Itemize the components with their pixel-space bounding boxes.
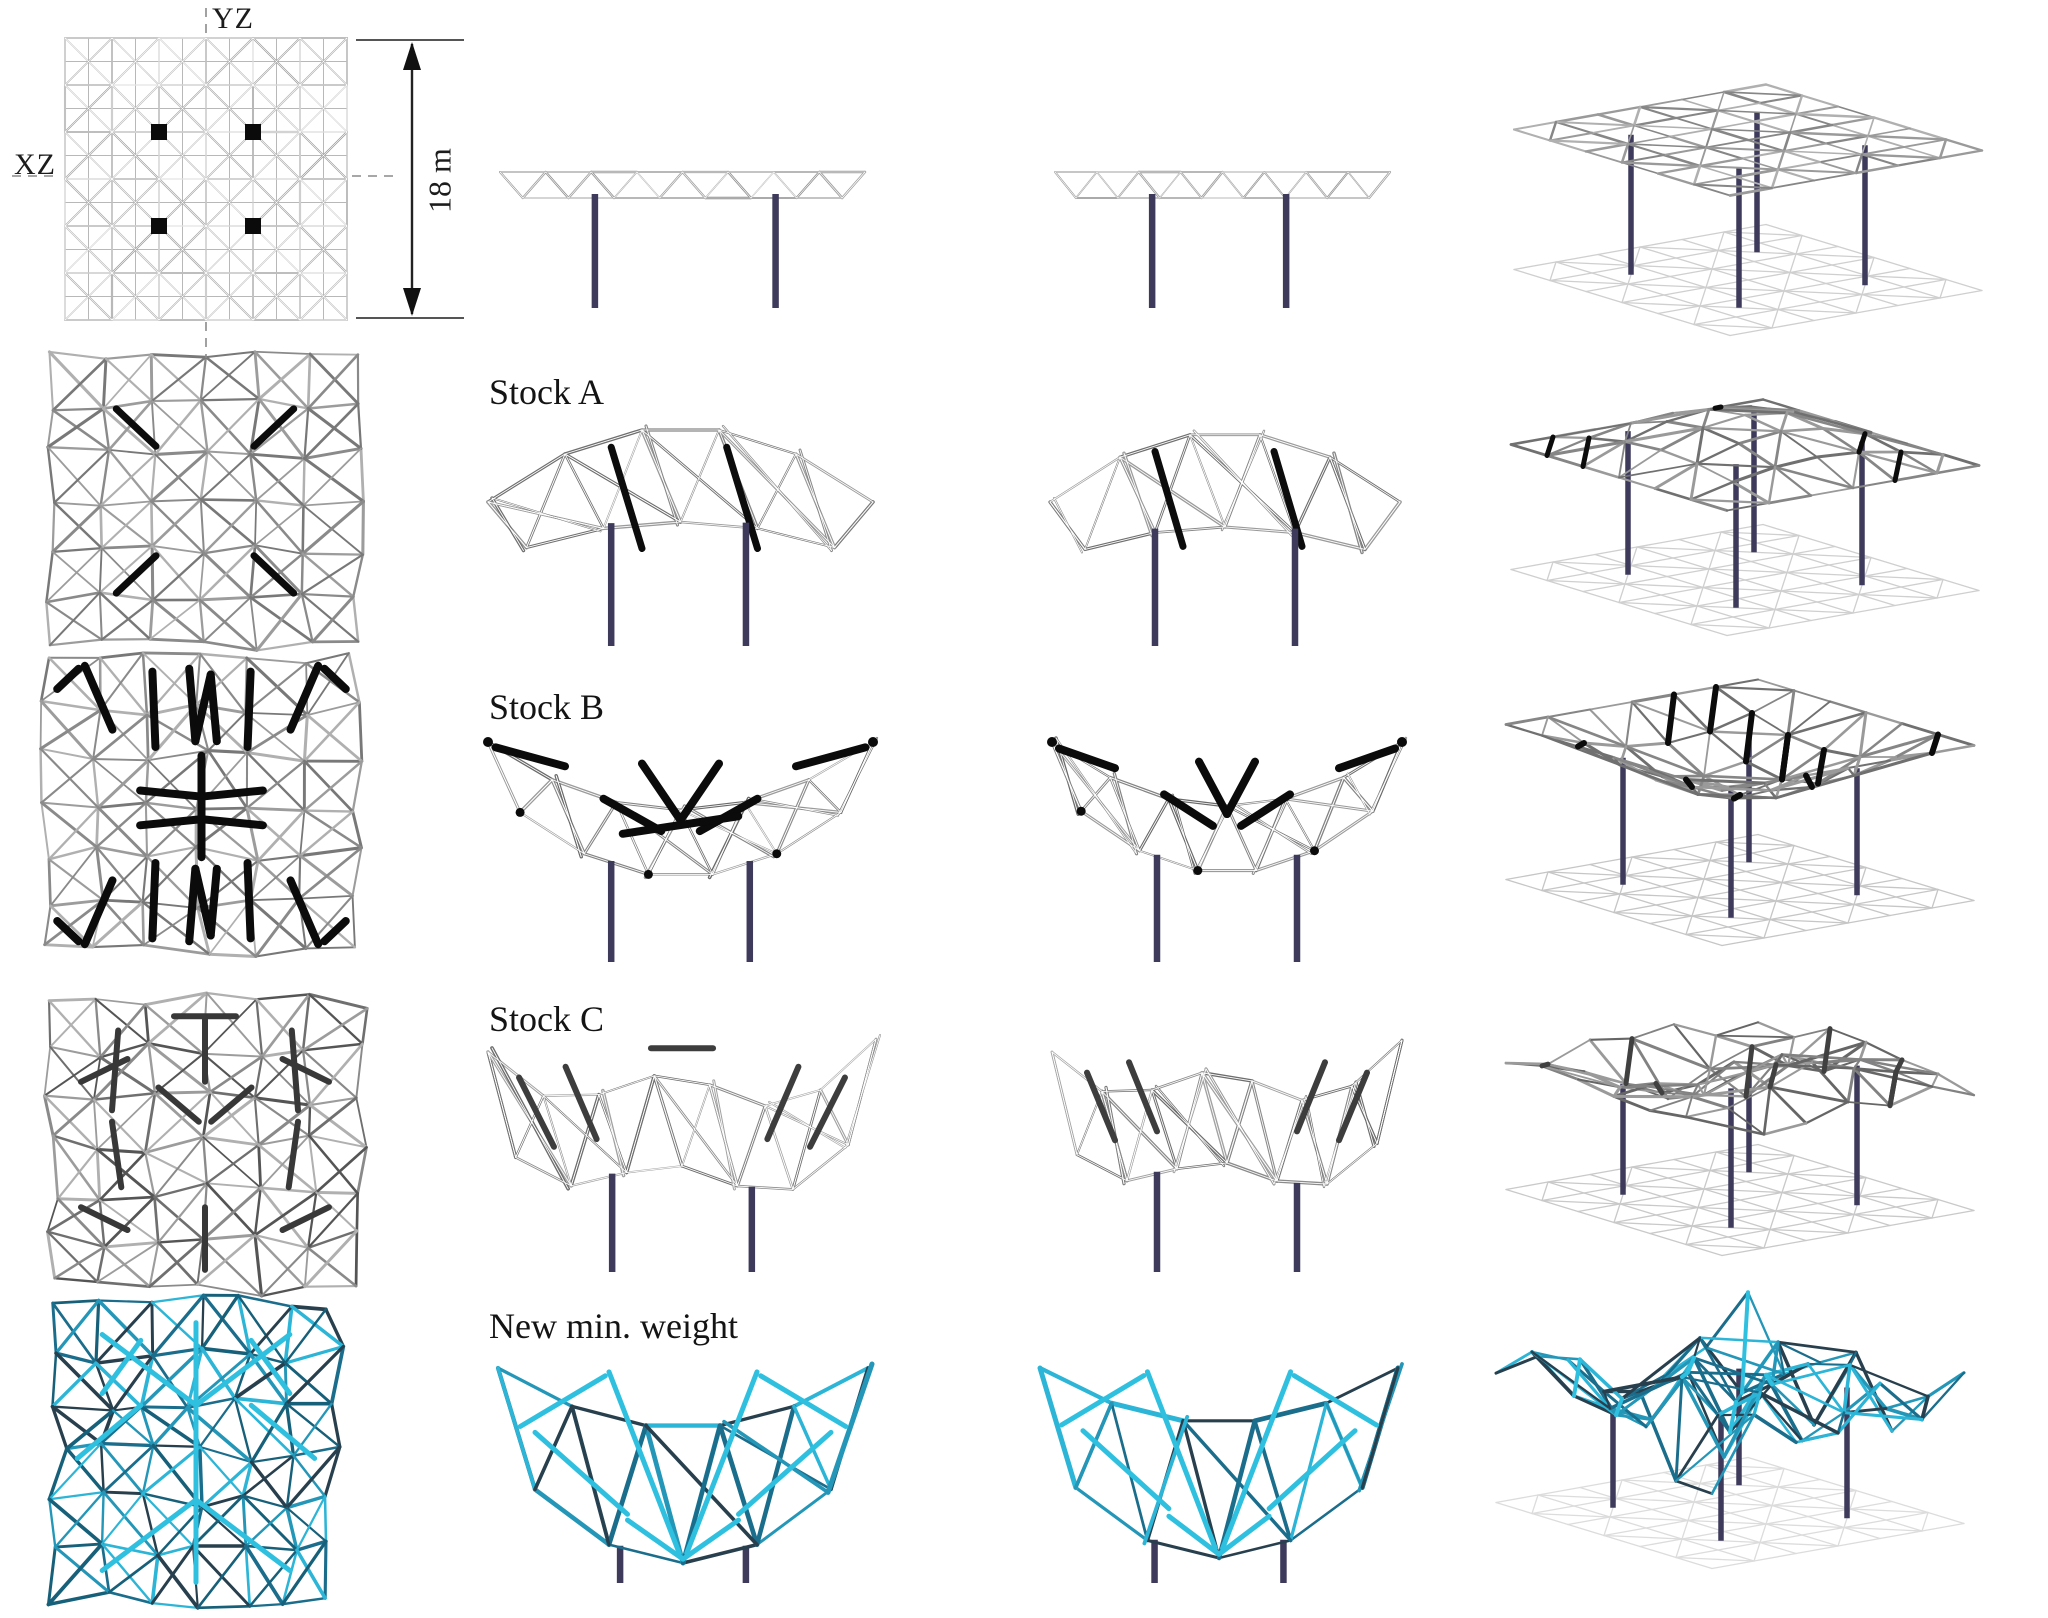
row-label-new-min-weight: New min. weight — [489, 1306, 738, 1346]
panel-new-min-weight-3d — [1494, 1290, 1966, 1570]
row-label-stock-c: Stock C — [489, 999, 605, 1039]
section-cut-lines — [12, 8, 394, 358]
panel-stock-a-elevation-yz — [1048, 429, 1402, 646]
panel-stock-b-elevation-xz — [483, 736, 879, 962]
section-label-yz: YZ — [212, 2, 254, 35]
panel-stock-c-elevation-yz — [1050, 1038, 1404, 1272]
panel-stock-a-3d — [1509, 398, 1981, 637]
row-label-stock-b: Stock B — [489, 687, 605, 727]
panel-original-3d — [1512, 83, 1984, 337]
dimension-arrow — [356, 39, 464, 319]
panel-new-min-weight-plan — [46, 1293, 346, 1610]
row-label-stock-a: Stock A — [489, 372, 605, 412]
arrowhead-up — [403, 42, 421, 70]
panel-new-min-weight-elevation-yz — [1037, 1362, 1404, 1583]
panel-original-elevation-yz — [1054, 170, 1392, 308]
panel-stock-b-3d — [1504, 678, 1976, 947]
panel-original-elevation-xz — [499, 170, 867, 308]
panel-stock-c-3d — [1504, 1021, 1976, 1257]
panel-stock-b-elevation-yz — [1047, 736, 1408, 962]
section-label-xz: XZ — [14, 148, 56, 181]
panel-stock-b-plan — [39, 651, 364, 958]
panel-original-plan — [63, 36, 349, 322]
arrowhead-down — [403, 288, 421, 316]
panel-stock-c-plan — [42, 991, 369, 1298]
panel-new-min-weight-elevation-xz — [495, 1361, 875, 1583]
panel-stock-c-elevation-xz — [486, 1034, 881, 1272]
panel-stock-a-plan — [45, 350, 365, 652]
panel-stock-a-elevation-xz — [486, 424, 875, 646]
dimension-label: 18 m — [421, 148, 458, 213]
